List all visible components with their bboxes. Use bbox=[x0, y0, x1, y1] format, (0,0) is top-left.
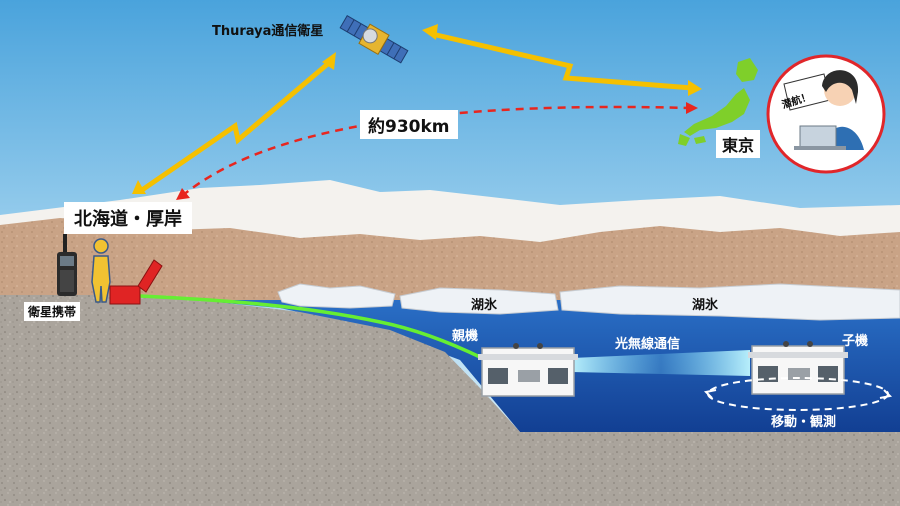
lake-ice-label-1: 湖氷 bbox=[471, 298, 498, 313]
japan-map-icon bbox=[678, 58, 758, 146]
parent-robot-icon bbox=[478, 343, 578, 397]
distance-arrow-head-left bbox=[176, 188, 190, 200]
satellite-phone-label: 衛星携帯 bbox=[24, 302, 81, 321]
link-arrow-satellite-tokyo bbox=[422, 24, 702, 96]
lake-ice-small bbox=[277, 283, 396, 309]
parent-unit-label: 親機 bbox=[452, 329, 479, 344]
orbit-arrow-right bbox=[879, 389, 893, 399]
optical-comm-label: 光無線通信 bbox=[615, 337, 681, 352]
orbit-arrow-left bbox=[703, 389, 717, 399]
fiber-cable bbox=[139, 294, 483, 360]
distance-arrow-head-right bbox=[686, 102, 698, 114]
tokyo-label: 東京 bbox=[716, 130, 761, 158]
equipment-box-icon bbox=[109, 259, 163, 305]
child-unit-label: 子機 bbox=[842, 334, 869, 349]
distance-label: 約930km bbox=[360, 110, 458, 139]
child-robot-icon bbox=[748, 341, 848, 395]
move-observe-label: 移動・観測 bbox=[771, 415, 837, 430]
satellite-label: Thuraya通信衛星 bbox=[212, 24, 324, 39]
distance-arrow bbox=[181, 105, 691, 197]
lake-ice-1 bbox=[399, 287, 559, 315]
optical-beam bbox=[572, 350, 750, 376]
link-arrow-site-satellite bbox=[132, 52, 336, 194]
operator-icon bbox=[766, 54, 886, 174]
satellite-icon bbox=[339, 15, 409, 64]
site-label: 北海道・厚岸 bbox=[64, 202, 192, 234]
mountain-range bbox=[0, 218, 900, 300]
person-icon bbox=[91, 238, 111, 303]
lake-ice-label-2: 湖氷 bbox=[692, 298, 719, 313]
satellite-phone-icon bbox=[57, 234, 77, 296]
lake-ice-2 bbox=[559, 283, 900, 321]
ground-cross-section bbox=[0, 295, 900, 506]
